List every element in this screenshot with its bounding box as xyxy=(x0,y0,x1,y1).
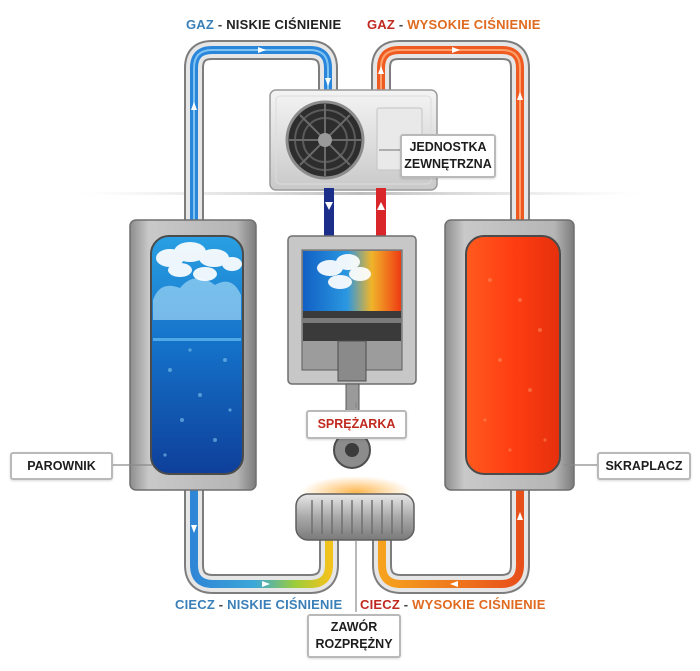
callout-evaporator: PAROWNIK xyxy=(10,452,113,480)
callout-compressor: SPRĘŻARKA xyxy=(306,410,407,439)
flow-arrows xyxy=(191,47,523,587)
fan-icon xyxy=(285,100,365,180)
label-liquid-high-part2: WYSOKIE CIŚNIENIE xyxy=(412,597,546,612)
label-liquid-high-sep: - xyxy=(400,597,413,612)
pipe-gas-high-pressure xyxy=(371,40,530,232)
horizon-line xyxy=(80,192,640,195)
callout-evaporator-label: PAROWNIK xyxy=(27,458,96,473)
compressor xyxy=(287,235,417,469)
callout-expansion-valve-line1: ZAWÓR xyxy=(330,620,378,634)
label-gas-low-sep: - xyxy=(214,17,227,32)
callout-condenser: SKRAPLACZ xyxy=(597,452,691,480)
label-gas-low-part2: NISKIE CIŚNIENIE xyxy=(226,17,342,32)
callout-expansion-valve-line2: ROZPRĘŻNY xyxy=(315,637,393,651)
callout-outdoor-unit-line2: ZEWNĘTRZNA xyxy=(404,157,492,171)
leader-lines xyxy=(111,149,597,612)
callout-condenser-label: SKRAPLACZ xyxy=(605,458,683,473)
outdoor-unit xyxy=(269,89,438,191)
label-liquid-high-part1: CIECZ xyxy=(360,597,400,612)
label-liquid-low-part2: NISKIE CIŚNIENIE xyxy=(227,597,343,612)
evaporator-tank xyxy=(129,219,257,491)
expansion-valve xyxy=(295,476,415,541)
label-liquid-low-sep: - xyxy=(215,597,228,612)
condenser-tank xyxy=(444,219,575,491)
label-gas-low-pressure: GAZ - NISKIE CIŚNIENIE xyxy=(186,17,341,32)
callout-expansion-valve: ZAWÓR ROZPRĘŻNY xyxy=(307,614,401,658)
callout-outdoor-unit-line1: JEDNOSTKA xyxy=(409,140,487,154)
label-liquid-high-pressure: CIECZ - WYSOKIE CIŚNIENIE xyxy=(360,597,546,612)
label-gas-high-pressure: GAZ - WYSOKIE CIŚNIENIE xyxy=(367,17,541,32)
pipe-liquid-low-pressure xyxy=(184,478,339,594)
callout-compressor-label: SPRĘŻARKA xyxy=(317,417,396,431)
compressor-pipe-left xyxy=(324,188,334,236)
label-liquid-low-part1: CIECZ xyxy=(175,597,215,612)
label-gas-low-part1: GAZ xyxy=(186,17,215,32)
label-gas-high-sep: - xyxy=(395,17,408,32)
label-gas-high-part1: GAZ xyxy=(367,17,396,32)
callout-outdoor-unit: JEDNOSTKA ZEWNĘTRZNA xyxy=(400,134,496,178)
label-gas-high-part2: WYSOKIE CIŚNIENIE xyxy=(407,17,541,32)
compressor-pipe-right xyxy=(376,188,386,236)
label-liquid-low-pressure: CIECZ - NISKIE CIŚNIENIE xyxy=(175,597,342,612)
